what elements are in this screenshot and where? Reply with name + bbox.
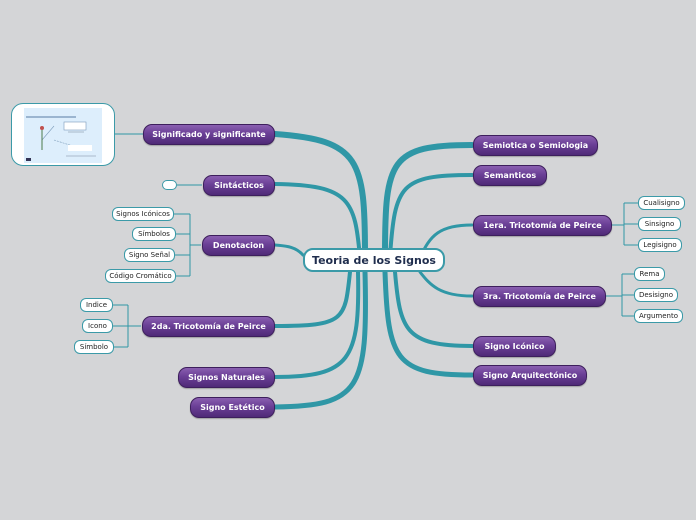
subtopic-signos-iconicos[interactable]: Signos Icónicos [112, 207, 174, 221]
subtopic-legisigno[interactable]: Legisigno [638, 238, 682, 252]
subtopic-codigo-cromatico[interactable]: Código Cromático [105, 269, 176, 283]
subtopic-simbolos[interactable]: Símbolos [132, 227, 176, 241]
subtopic-sinsigno[interactable]: Sinsigno [638, 217, 681, 231]
subtopic-rema[interactable]: Rema [634, 267, 665, 281]
subtopic-signo-senal[interactable]: Signo Señal [124, 248, 175, 262]
topic-1era-tricotomia[interactable]: 1era. Tricotomía de Peirce [473, 215, 612, 236]
subtopic-cualisigno[interactable]: Cualisigno [638, 196, 685, 210]
topic-2da-tricotomia[interactable]: 2da. Tricotomía de Peirce [142, 316, 275, 337]
sign-diagram-thumbnail [24, 108, 102, 163]
topic-denotacion[interactable]: Denotacion [202, 235, 275, 256]
topic-signo-estetico[interactable]: Signo Estético [190, 397, 275, 418]
image-node[interactable] [11, 103, 115, 166]
subtopic-desisigno[interactable]: Desisigno [634, 288, 678, 302]
topic-significado-significante[interactable]: Significado y significante [143, 124, 275, 145]
subtopic-simbolo[interactable]: Símbolo [74, 340, 114, 354]
topic-semiotica[interactable]: Semiotica o Semiologia [473, 135, 598, 156]
central-topic[interactable]: Teoria de los Signos [303, 248, 445, 272]
topic-semanticos[interactable]: Semanticos [473, 165, 547, 186]
topic-signo-iconico[interactable]: Signo Icónico [473, 336, 556, 357]
topic-sintacticos[interactable]: Sintácticos [203, 175, 275, 196]
topic-3ra-tricotomia[interactable]: 3ra. Tricotomía de Peirce [473, 286, 606, 307]
topic-signo-arquitectonico[interactable]: Signo Arquitectónico [473, 365, 587, 386]
subtopic-icono[interactable]: Icono [82, 319, 113, 333]
empty-node[interactable] [162, 180, 177, 190]
topic-signos-naturales[interactable]: Signos Naturales [178, 367, 275, 388]
subtopic-argumento[interactable]: Argumento [634, 309, 683, 323]
subtopic-indice[interactable]: Indice [80, 298, 113, 312]
